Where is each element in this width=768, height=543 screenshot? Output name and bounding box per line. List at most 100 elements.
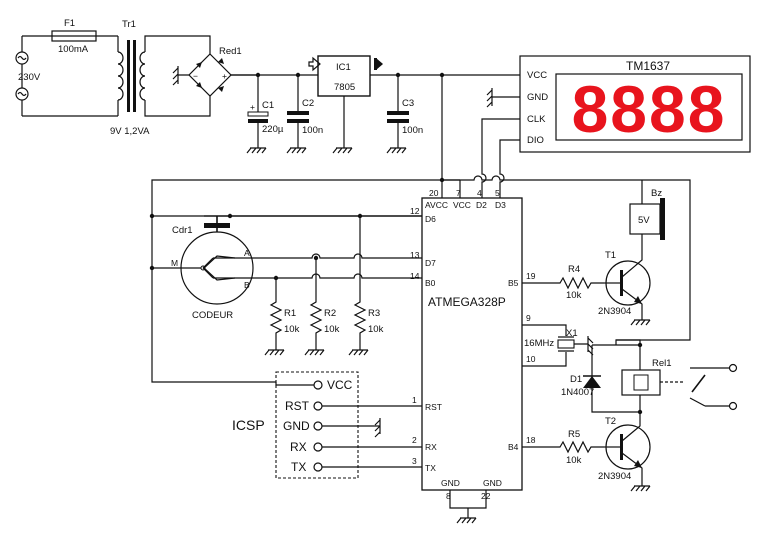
icsp-pin-vcc: VCC (327, 378, 353, 392)
mcu-atmega328p: ATMEGA328P 20 7 4 5 AVCC VCC D2 D3 12 D6… (410, 188, 536, 501)
fuse-ref: F1 (64, 18, 75, 29)
encoder-cdr1: M A B Cdr1 CODEUR (171, 213, 422, 321)
mcu-pin-d2: D2 (476, 200, 487, 210)
regulator-ref: IC1 (336, 62, 351, 73)
mcu-pin-rx: RX (425, 442, 437, 452)
fuse-value: 100mA (58, 44, 89, 55)
mcu-pin-9-num: 9 (526, 313, 531, 323)
diode-value: 1N4007 (561, 387, 594, 398)
encoder-ref: Cdr1 (172, 225, 193, 236)
mcu-pin-18-num: 18 (526, 435, 536, 445)
icsp-header: ICSP VCC RST GND RX TX (232, 371, 359, 479)
rectifier-red1: − + Red1 (172, 46, 258, 97)
svg-text:+: + (250, 102, 255, 112)
mcu-pin-d6: D6 (425, 214, 436, 224)
mcu-pin-19-num: 19 (526, 271, 536, 281)
mcu-pin-13-num: 13 (410, 250, 420, 260)
r2-ref: R2 (324, 308, 336, 319)
display-pin-gnd: GND (527, 92, 548, 103)
mains-label: 230V (18, 72, 41, 83)
mcu-name: ATMEGA328P (428, 295, 506, 309)
mcu-pin-vcc: VCC (453, 200, 471, 210)
c3-ref: C3 (402, 98, 414, 109)
mcu-pin-avcc: AVCC (425, 200, 448, 210)
capacitor-c1: + C1 220µ (246, 75, 284, 154)
mcu-pin-12-num: 12 (410, 206, 420, 216)
c1-value: 220µ (262, 124, 284, 135)
mains-input: 230V (15, 35, 118, 117)
display-title: TM1637 (626, 59, 670, 73)
display-pin-vcc: VCC (527, 70, 547, 81)
buzzer-bz: Bz 5V (629, 188, 665, 256)
icsp-pin-tx: TX (291, 460, 306, 474)
r1-value: 10k (284, 324, 300, 335)
mcu-pin-14-num: 14 (410, 271, 420, 281)
capacitor-c3: C3 100n (386, 75, 423, 154)
mcu-pin-3-num: 3 (412, 456, 417, 466)
transistor-t1: T1 2N3904 (598, 250, 651, 326)
crystal-ref: X1 (566, 328, 578, 339)
mcu-pin-d3: D3 (495, 200, 506, 210)
r3-ref: R3 (368, 308, 380, 319)
mcu-pin-rst: RST (425, 402, 442, 412)
crystal-value: 16MHz (524, 338, 554, 349)
transistor-t2: T2 2N3904 (598, 416, 651, 492)
capacitor-c2: C2 100n (286, 75, 323, 154)
mcu-pin-b5: B5 (508, 278, 519, 288)
relay-rel1: Rel1 (621, 345, 738, 418)
mcu-pin-5-num: 5 (495, 188, 500, 198)
mcu-pin-4-num: 4 (477, 188, 482, 198)
fuse-f1: F1 100mA (51, 18, 118, 55)
rectifier-ref: Red1 (219, 46, 242, 57)
resistor-r3: R3 10k (348, 216, 384, 356)
icsp-pin-rx: RX (290, 440, 307, 454)
r1-ref: R1 (284, 308, 296, 319)
encoder-name: CODEUR (192, 310, 233, 321)
display-pin-dio: DIO (527, 135, 544, 146)
mcu-pin-gnd-22: GND (483, 478, 502, 488)
icsp-title: ICSP (232, 417, 265, 433)
transformer-value: 9V 1,2VA (110, 126, 150, 137)
c2-ref: C2 (302, 98, 314, 109)
resistor-r1: R1 10k (264, 278, 300, 356)
transformer-ref: Tr1 (122, 19, 136, 30)
t2-ref: T2 (605, 416, 616, 427)
mcu-pin-d7: D7 (425, 258, 436, 268)
r4-value: 10k (566, 290, 582, 301)
transformer-tr1: Tr1 9V 1,2VA (110, 19, 211, 137)
mcu-pin-2-num: 2 (412, 435, 417, 445)
svg-text:−: − (193, 71, 198, 81)
resistor-r2: R2 10k (304, 258, 340, 356)
display-digits: 8888 (572, 72, 727, 146)
resistor-r5: R5 10k (522, 429, 604, 466)
r3-value: 10k (368, 324, 384, 335)
c3-value: 100n (402, 125, 423, 136)
mcu-pin-b4: B4 (508, 442, 519, 452)
diode-d1: D1 1N4007 (561, 344, 640, 413)
mcu-pin-tx: TX (425, 463, 436, 473)
c2-value: 100n (302, 125, 323, 136)
relay-ref: Rel1 (652, 358, 672, 369)
mcu-pin-20-num: 20 (429, 188, 439, 198)
mcu-pin-b0: B0 (425, 278, 436, 288)
buzzer-value: 5V (638, 215, 650, 226)
t2-value: 2N3904 (598, 471, 631, 482)
r5-value: 10k (566, 455, 582, 466)
icsp-pin-rst: RST (285, 399, 310, 413)
mcu-pin-10-num: 10 (526, 354, 536, 364)
tm1637-display: VCC GND CLK DIO TM1637 8888 (519, 55, 751, 153)
display-pin-clk: CLK (527, 114, 546, 125)
r4-ref: R4 (568, 264, 580, 275)
diode-ref: D1 (570, 374, 582, 385)
regulator-ic1: IC1 7805 (308, 55, 383, 154)
encoder-pin-m: M (171, 258, 178, 268)
mcu-pin-1-num: 1 (412, 395, 417, 405)
encoder-pin-b: B (244, 280, 250, 290)
r5-ref: R5 (568, 429, 580, 440)
mcu-pin-8-num: 8 (446, 491, 451, 501)
resistor-r4: R4 10k (522, 264, 604, 301)
mcu-pin-7-num: 7 (456, 188, 461, 198)
buzzer-ref: Bz (651, 188, 662, 199)
t1-ref: T1 (605, 250, 616, 261)
icsp-pin-gnd: GND (283, 419, 310, 433)
